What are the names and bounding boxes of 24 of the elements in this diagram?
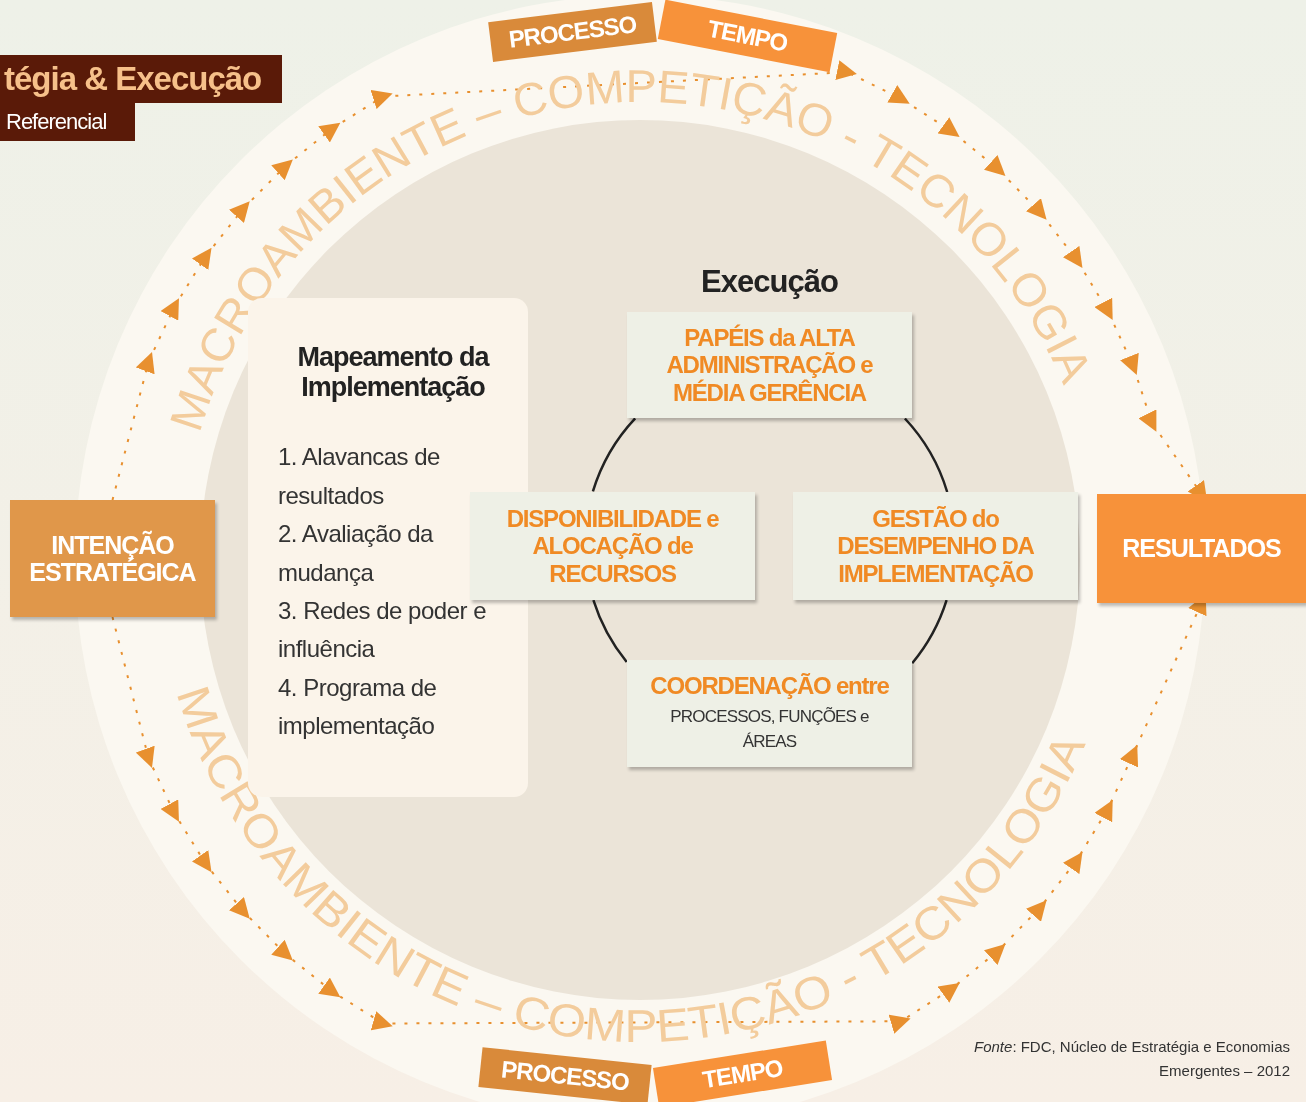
process-label: GESTÃO do DESEMPENHO DA IMPLEMENTAÇÃO (836, 504, 1035, 588)
stage-box (10, 500, 215, 617)
chevron-arrow (111, 60, 1206, 501)
process-label: COORDENAÇÃO entre (649, 672, 890, 700)
section-heading: Execução (700, 263, 839, 301)
connector-arc (903, 417, 949, 493)
list-item: 2. Avaliação da mudança (278, 519, 435, 588)
process-label: DISPONIBILIDADE e ALOCAÇÃO de RECURSOS (505, 504, 720, 588)
stage-box (1097, 494, 1306, 603)
connector-arc (592, 599, 628, 663)
subtitle: Referencial (0, 103, 135, 141)
process-box (793, 492, 1078, 600)
source-note: Fonte: FDC, Núcleo de Estratégia e Economias Emergentes – 2012 (973, 1037, 1290, 1081)
process-box (470, 492, 755, 600)
stage-label: RESULTADOS (1121, 535, 1282, 562)
process-label: PAPÉIS da ALTA ADMINISTRAÇÃO e MÉDIA GERÊNCIA (665, 323, 873, 407)
title: tégia & Execução (0, 55, 282, 103)
chevron-arrow (111, 602, 1207, 1034)
stage-label: INTENÇÃO ESTRATÉGICA (28, 532, 197, 585)
connector-arc (911, 599, 948, 665)
process-detail: PROCESSOS, FUNÇÕES e ÁREAS (669, 705, 869, 752)
list-item: 3. Redes de poder e influência (278, 595, 487, 665)
connector-arc (591, 417, 637, 492)
list-item: 1. Alavancas de resultados (278, 442, 441, 511)
